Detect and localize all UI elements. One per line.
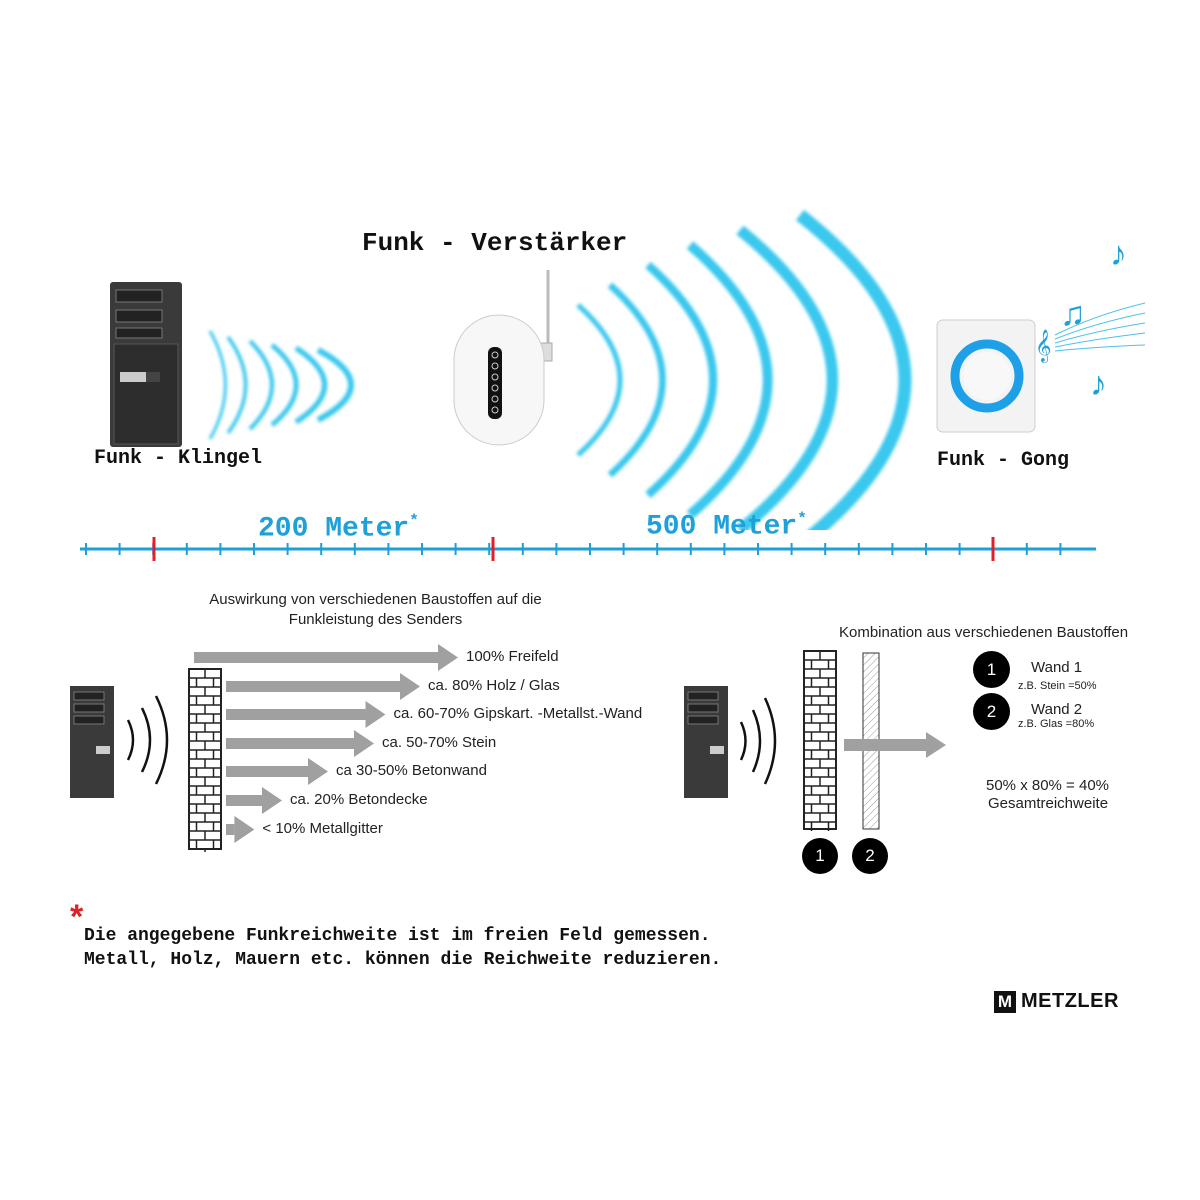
material-label: 100% Freifeld bbox=[466, 648, 559, 665]
combination-formula: 50% x 80% = 40% bbox=[986, 777, 1109, 794]
range-200-text: 200 Meter bbox=[258, 513, 410, 545]
radio-waves bbox=[208, 209, 912, 530]
doorbell-label: Funk - Klingel bbox=[94, 447, 263, 470]
material-arrow bbox=[194, 644, 458, 671]
range-500-label: 500 Meter* bbox=[646, 510, 807, 542]
asterisk: * bbox=[409, 512, 419, 530]
amplifier-title: Funk - Verstärker bbox=[362, 228, 628, 258]
combined-signal-arrow bbox=[844, 732, 946, 758]
wave-arc bbox=[607, 282, 666, 478]
wall-2-badge: 2 bbox=[973, 693, 1010, 730]
range-200-label: 200 Meter* bbox=[258, 512, 419, 544]
footnote-asterisk: * bbox=[70, 898, 84, 936]
material-label: ca. 50-70% Stein bbox=[382, 733, 497, 751]
wave-arc bbox=[576, 303, 623, 457]
wave-arc bbox=[736, 225, 838, 530]
footnote-line2: Metall, Holz, Mauern etc. können die Rei… bbox=[84, 950, 722, 970]
material-label: ca. 20% Betondecke bbox=[290, 791, 428, 808]
materials-title-line2: Funkleistung des Senders bbox=[288, 611, 463, 628]
logo-mark-icon: M bbox=[994, 990, 1016, 1013]
gong-device-icon bbox=[936, 319, 1036, 433]
brick-wall-icon bbox=[188, 668, 222, 852]
wall-1-badge: 1 bbox=[973, 651, 1010, 688]
materials-title: Auswirkung von verschiedenen Baustoffen … bbox=[203, 591, 548, 628]
brick-wall-icon bbox=[803, 650, 837, 831]
wave-arc bbox=[294, 345, 328, 425]
wave-arc bbox=[270, 343, 299, 427]
material-label: ca. 60-70% Gipskart. -Metallst.-Wand bbox=[393, 705, 643, 723]
small-mailbox-icon bbox=[684, 686, 728, 798]
materials-title-line1: Auswirkung von verschiedenen Baustoffen … bbox=[209, 591, 542, 608]
distance-ruler bbox=[80, 537, 1096, 561]
brand-logo: M METZLER bbox=[994, 990, 1119, 1013]
material-label: < 10% Metallgitter bbox=[262, 819, 383, 837]
material-arrow bbox=[226, 815, 255, 843]
material-label: ca. 80% Holz / Glas bbox=[428, 676, 560, 694]
combination-title: Kombination aus verschiedenen Baustoffen bbox=[839, 624, 1129, 641]
svg-text:♪: ♪ bbox=[1090, 365, 1107, 403]
wall-1-marker: 1 bbox=[802, 838, 838, 874]
wave-arc bbox=[795, 209, 912, 530]
music-notes-icon: ♪♫♪𝄞 bbox=[1035, 235, 1146, 403]
wall-1-title: Wand 1 bbox=[1031, 659, 1083, 676]
svg-text:♪: ♪ bbox=[1110, 235, 1127, 273]
wave-arc bbox=[226, 335, 248, 435]
material-arrow bbox=[226, 701, 386, 729]
wall-2-marker: 2 bbox=[852, 838, 888, 874]
wave-arc bbox=[208, 330, 227, 440]
material-arrow bbox=[226, 758, 328, 786]
range-500-text: 500 Meter bbox=[646, 511, 798, 543]
material-arrow bbox=[226, 672, 420, 700]
signal-arcs-icon bbox=[126, 695, 169, 785]
gong-label: Funk - Gong bbox=[937, 449, 1070, 472]
doorbell-mailbox-icon bbox=[110, 282, 182, 447]
material-label: ca 30-50% Betonwand bbox=[336, 762, 487, 780]
brand-name: METZLER bbox=[1021, 990, 1119, 1012]
wall-1-example: z.B. Stein =50% bbox=[1018, 680, 1097, 692]
material-arrow bbox=[226, 729, 374, 757]
footnote-line1: Die angegebene Funkreichweite ist im fre… bbox=[84, 926, 711, 946]
wave-arc bbox=[645, 261, 718, 499]
material-arrow bbox=[226, 787, 282, 814]
wall-2-example: z.B. Glas =80% bbox=[1018, 718, 1095, 730]
wall-2-title: Wand 2 bbox=[1031, 701, 1083, 718]
combination-result-label: Gesamtreichweite bbox=[988, 795, 1109, 812]
small-mailbox-icon bbox=[70, 686, 114, 798]
wave-arc bbox=[248, 339, 274, 431]
amplifier-device-icon bbox=[453, 270, 553, 446]
signal-arcs-icon bbox=[739, 697, 777, 785]
asterisk: * bbox=[797, 510, 807, 528]
wave-arc bbox=[686, 241, 773, 519]
wave-arc bbox=[316, 347, 354, 423]
svg-text:𝄞: 𝄞 bbox=[1035, 330, 1052, 363]
